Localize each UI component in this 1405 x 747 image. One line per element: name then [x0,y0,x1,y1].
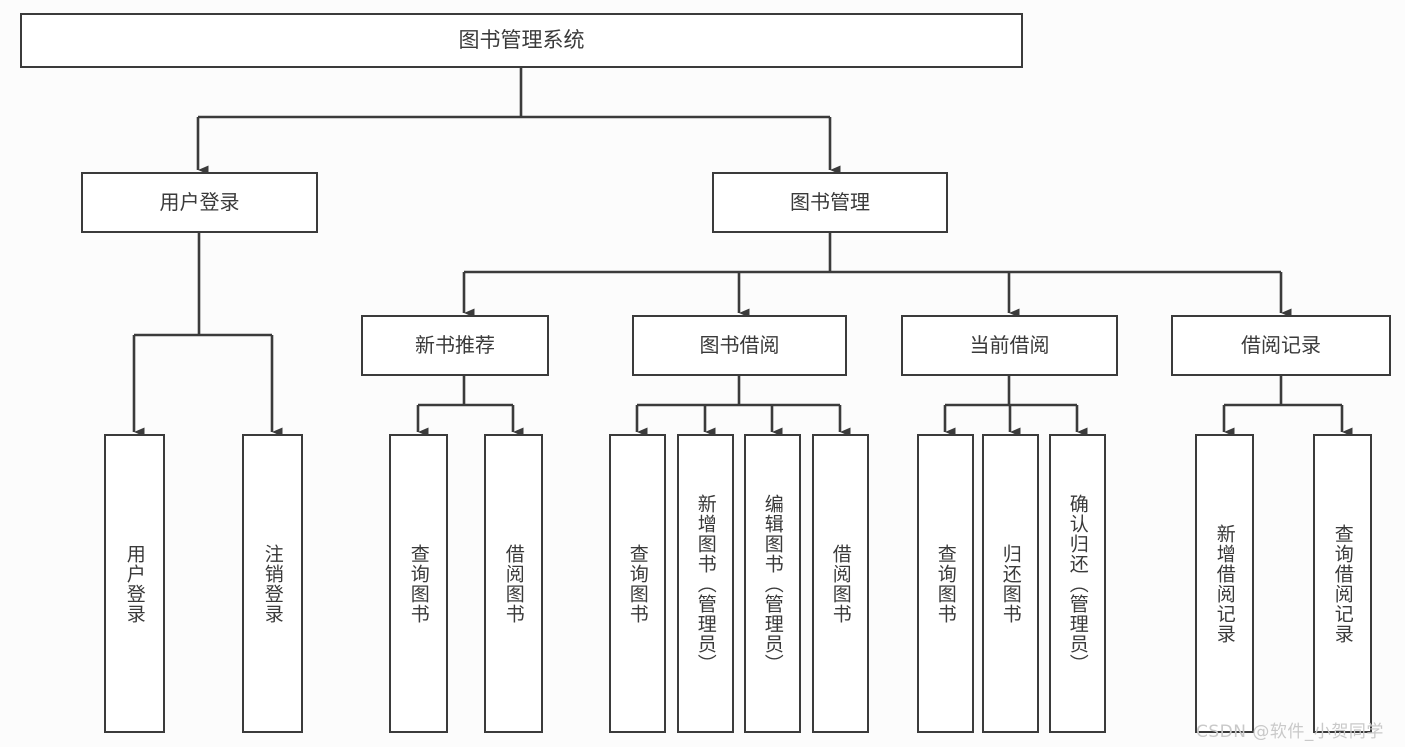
leaf-user-login-signout[interactable]: 注销登录 [242,434,303,733]
node-label: 借阅记录 [1241,332,1321,357]
node-label: 借阅图书 [502,543,525,624]
node-book-management[interactable]: 图书管理 [712,172,948,233]
leaf-current-confirm-return-admin[interactable]: 确认归还（管理员） [1049,434,1106,733]
leaf-borrow-query-book[interactable]: 查询图书 [609,434,666,733]
leaf-borrow-add-book-admin[interactable]: 新增图书（管理员） [677,434,734,733]
node-label: 图书借阅 [699,332,780,357]
node-label: 图书管理系统 [458,28,585,53]
node-borrow-record[interactable]: 借阅记录 [1171,315,1391,376]
node-label: 归还图书 [999,543,1022,624]
node-label: 编辑图书（管理员） [761,493,784,674]
node-label: 用户登录 [123,543,146,624]
node-user-login[interactable]: 用户登录 [81,172,318,233]
leaf-current-query-book[interactable]: 查询图书 [917,434,974,733]
node-current-borrow[interactable]: 当前借阅 [901,315,1118,376]
node-new-book-recommend[interactable]: 新书推荐 [361,315,549,376]
node-label: 查询图书 [934,543,957,624]
node-label: 图书管理 [790,189,870,214]
csdn-watermark: CSDN @软件_小贺同学 [1196,722,1384,742]
node-label: 借阅图书 [829,543,852,624]
node-label: 用户登录 [159,189,240,214]
node-label: 新增图书（管理员） [694,493,717,674]
node-book-borrow[interactable]: 图书借阅 [632,315,847,376]
leaf-record-add-record[interactable]: 新增借阅记录 [1195,434,1254,733]
leaf-current-return-book[interactable]: 归还图书 [982,434,1039,733]
leaf-recommend-query-book[interactable]: 查询图书 [389,434,448,733]
node-label: 查询图书 [407,543,430,624]
node-label: 查询借阅记录 [1331,523,1354,644]
leaf-record-query-record[interactable]: 查询借阅记录 [1313,434,1372,733]
leaf-borrow-edit-book-admin[interactable]: 编辑图书（管理员） [744,434,801,733]
leaf-borrow-borrow-book[interactable]: 借阅图书 [812,434,869,733]
node-label: 新增借阅记录 [1213,523,1236,644]
node-root-system[interactable]: 图书管理系统 [20,13,1023,68]
node-label: 当前借阅 [969,332,1050,357]
node-label: 注销登录 [261,543,284,624]
leaf-user-login-signin[interactable]: 用户登录 [104,434,165,733]
leaf-recommend-borrow-book[interactable]: 借阅图书 [484,434,543,733]
node-label: 新书推荐 [415,332,495,357]
node-label: 确认归还（管理员） [1066,493,1089,674]
node-label: 查询图书 [626,543,649,624]
